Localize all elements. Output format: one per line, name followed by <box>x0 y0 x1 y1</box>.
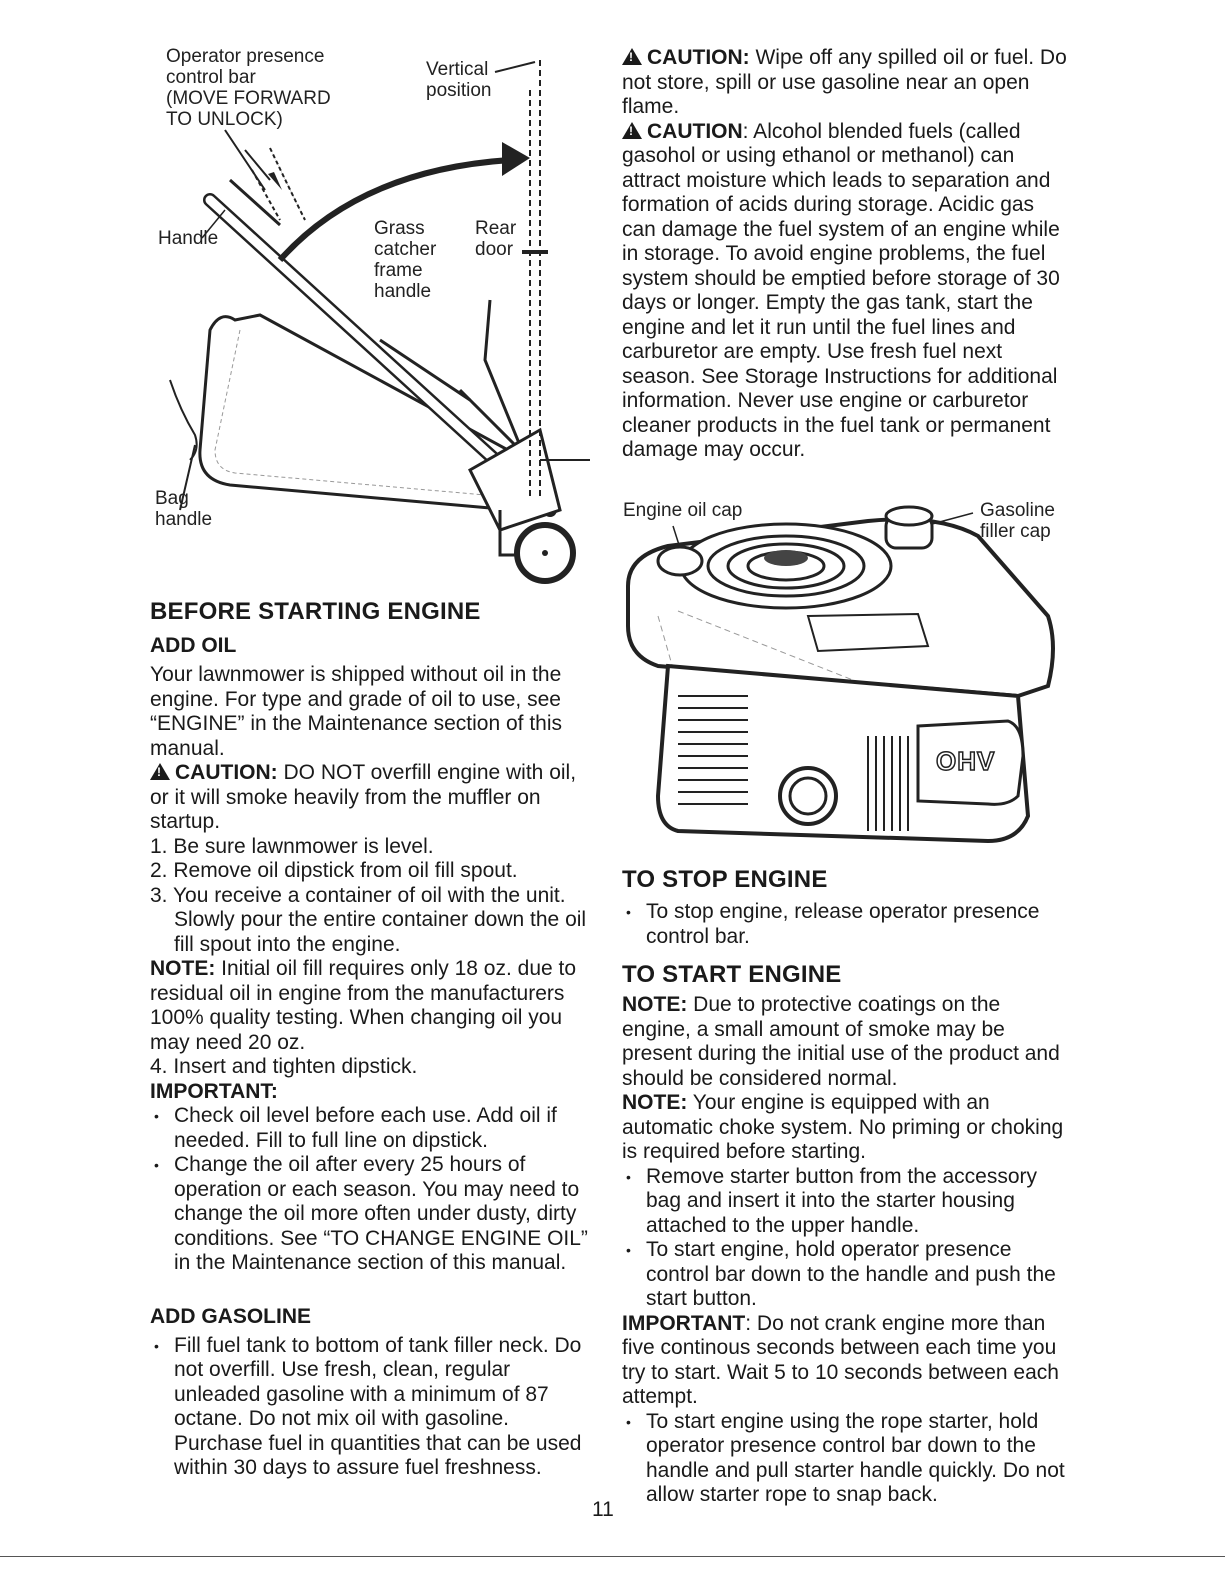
warning-icon <box>622 48 642 65</box>
label-line: door <box>475 239 514 260</box>
label-line: filler cap <box>980 521 1051 542</box>
label-line: Bag <box>155 488 189 509</box>
important-list: Check oil level before each use. Add oil… <box>150 1104 600 1276</box>
label-grass-catcher-frame-handle: Grass catcher frame handle <box>374 218 436 302</box>
note-label: NOTE: <box>150 957 216 980</box>
label-vertical-position: Vertical position <box>426 59 492 101</box>
list-item: Fill fuel tank to bottom of tank filler … <box>150 1334 600 1481</box>
label-line: Gasoline <box>980 500 1055 521</box>
note-text: Due to protective coatings on the engine… <box>622 993 1060 1090</box>
rope-start-list: To start engine using the rope starter, … <box>622 1410 1067 1508</box>
gasoline-list: Fill fuel tank to bottom of tank filler … <box>150 1334 600 1481</box>
note-paragraph-2: NOTE: Your engine is equipped with an au… <box>622 1091 1067 1165</box>
engine-badge: OHV <box>935 745 996 777</box>
label-line: position <box>426 80 492 101</box>
bottom-rule <box>0 1556 1225 1557</box>
list-item: To start engine using the rope starter, … <box>622 1410 1067 1508</box>
label-line: handle <box>155 509 213 530</box>
note-label: NOTE: <box>622 993 688 1016</box>
list-item: Remove starter button from the accessory… <box>622 1165 1067 1239</box>
caution-text: Wipe off any spilled oil or fuel. Do not… <box>622 46 1067 118</box>
warning-icon <box>622 121 642 139</box>
important-paragraph: IMPORTANT: Do not crank engine more than… <box>622 1312 1067 1410</box>
caution-label: CAUTION: <box>647 46 750 69</box>
label-line: Vertical <box>426 59 489 80</box>
left-column: BEFORE STARTING ENGINE ADD OIL Your lawn… <box>150 598 600 1481</box>
caution-paragraph: CAUTION: DO NOT overfill engine with oil… <box>150 761 600 835</box>
label-rear-door: Rear door <box>475 218 516 260</box>
figure-lawnmower-handle: Operator presence control bar (MOVE FORW… <box>140 30 610 590</box>
label-line: control bar <box>166 67 256 88</box>
caution-text: DO NOT overfill engine with oil, or it w… <box>150 761 577 833</box>
note-paragraph-1: NOTE: Due to protective coatings on the … <box>622 993 1067 1091</box>
note-text: Your engine is equipped with an automati… <box>622 1091 1064 1163</box>
step-4: 4. Insert and tighten dipstick. <box>150 1055 418 1078</box>
important-label: IMPORTANT: <box>150 1079 278 1103</box>
heading-before-starting: BEFORE STARTING ENGINE <box>150 598 481 625</box>
page-number: 11 <box>592 1498 614 1521</box>
heading-start-engine: TO START ENGINE <box>622 961 842 988</box>
list-item: 3. You receive a container of oil with t… <box>150 883 587 956</box>
list-item: Change the oil after every 25 hours of o… <box>150 1153 600 1276</box>
label-handle: Handle <box>158 228 219 249</box>
heading-add-oil: ADD OIL <box>150 634 237 657</box>
list-item: Check oil level before each use. Add oil… <box>150 1104 600 1153</box>
warning-icon <box>150 763 170 780</box>
label-bag-handle: Bag handle <box>155 488 212 530</box>
caution-paragraph-2: CAUTION: Alcohol blended fuels (called g… <box>622 120 1067 463</box>
note-text: Initial oil fill requires only 18 oz. du… <box>150 957 577 1054</box>
right-column-bottom: TO STOP ENGINE To stop engine, release o… <box>622 866 1067 1508</box>
heading-stop-engine: TO STOP ENGINE <box>622 866 828 893</box>
caution-paragraph-1: CAUTION: Wipe off any spilled oil or fue… <box>622 46 1067 120</box>
label-line: (MOVE FORWARD <box>166 88 331 109</box>
stop-list: To stop engine, release operator presenc… <box>622 900 1067 949</box>
important-label: IMPORTANT <box>622 1311 746 1335</box>
caution-text: : Alcohol blended fuels (called gasohol … <box>622 119 1060 462</box>
list-item: To stop engine, release operator presenc… <box>622 900 1067 949</box>
label-line: Rear <box>475 218 517 239</box>
list-item: 2. Remove oil dipstick from oil fill spo… <box>150 859 518 882</box>
label-line: frame <box>374 260 423 281</box>
oil-steps-list: 1. Be sure lawnmower is level. 2. Remove… <box>150 835 600 958</box>
label-engine-oil-cap: Engine oil cap <box>623 500 743 521</box>
lawnmower-illustration <box>169 60 590 584</box>
label-line: Grass <box>374 218 425 239</box>
add-oil-intro: Your lawnmower is shipped without oil in… <box>150 663 563 760</box>
start-list: Remove starter button from the accessory… <box>622 1165 1067 1312</box>
note-paragraph: NOTE: Initial oil fill requires only 18 … <box>150 957 600 1055</box>
label-line: catcher <box>374 239 437 260</box>
label-line: handle <box>374 281 432 302</box>
label-operator-bar: Operator presence control bar (MOVE FORW… <box>166 46 331 130</box>
label-gasoline-filler-cap: Gasoline filler cap <box>980 500 1055 542</box>
list-item: To start engine, hold operator presence … <box>622 1238 1067 1312</box>
right-column-top: CAUTION: Wipe off any spilled oil or fue… <box>622 46 1067 463</box>
important-text: : Do not crank engine more than five con… <box>622 1311 1059 1409</box>
label-line: Operator presence <box>166 46 325 67</box>
heading-add-gasoline: ADD GASOLINE <box>150 1304 312 1328</box>
figure-engine: Engine oil cap Gasoline filler cap OHV <box>618 496 1068 866</box>
caution-label: CAUTION: <box>175 761 278 784</box>
caution-label: CAUTION <box>647 119 743 143</box>
list-item: 1. Be sure lawnmower is level. <box>150 834 434 858</box>
label-line: TO UNLOCK) <box>166 109 283 130</box>
note-label: NOTE: <box>622 1091 688 1114</box>
engine-illustration <box>626 505 1055 844</box>
